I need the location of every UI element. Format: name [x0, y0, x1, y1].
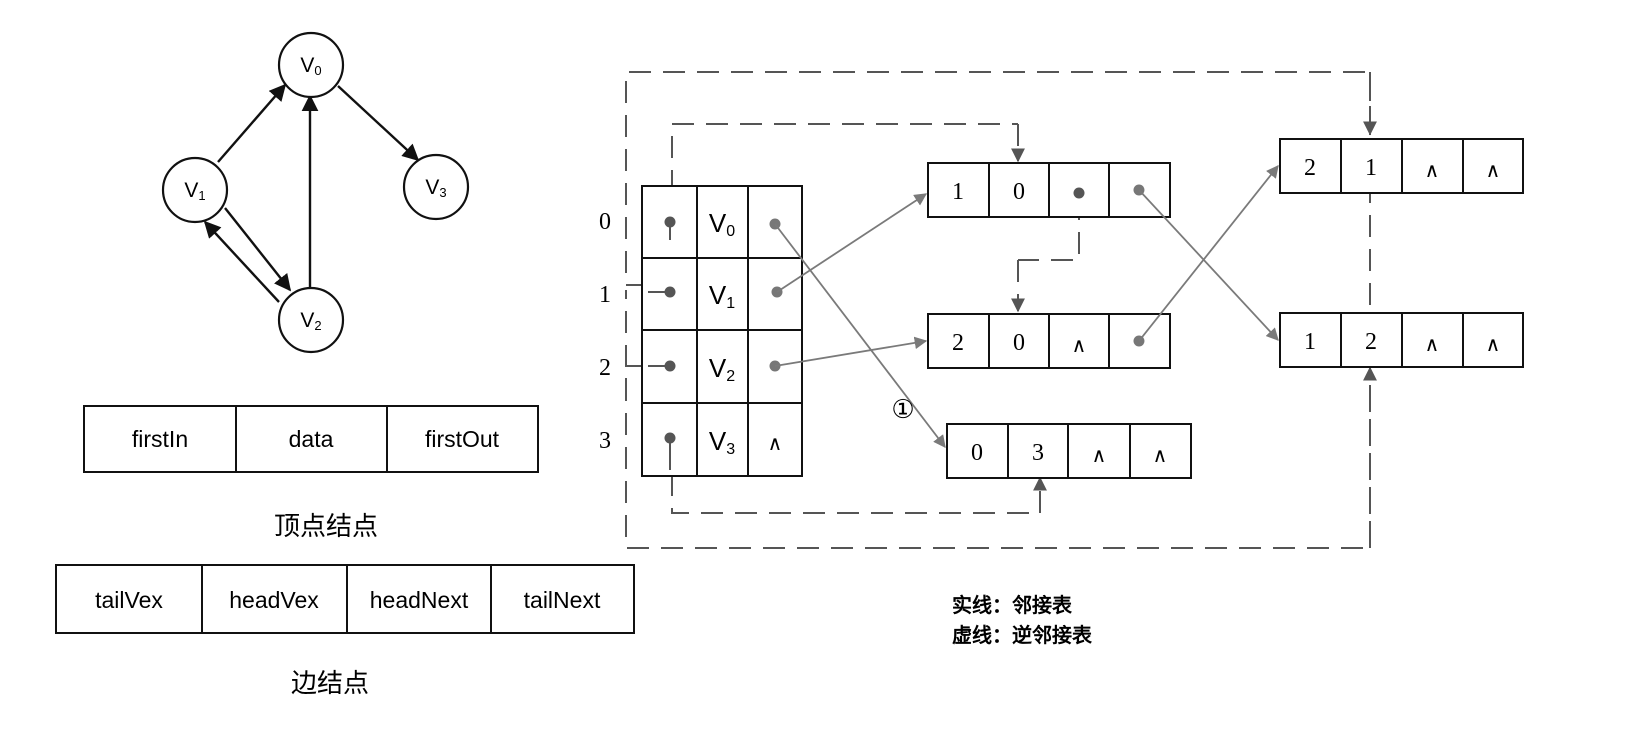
- edge-node-e10: 1 0: [927, 162, 1171, 218]
- vertex-v2: V2: [277, 286, 345, 354]
- e03-tailnext-null: ∧: [1153, 445, 1168, 467]
- vertex-v3-letter: V: [425, 176, 439, 199]
- e10-tailvex: 1: [952, 179, 964, 205]
- e12-tailnext-null: ∧: [1486, 334, 1501, 356]
- table-v3-firstout-null: ∧: [768, 433, 783, 455]
- e20-headvex: 0: [1013, 330, 1025, 356]
- edge-node-e03: 0 3 ∧ ∧: [946, 423, 1192, 479]
- edge-v0-v3: [337, 85, 420, 162]
- graph-edges: [203, 83, 420, 303]
- edge-v1-v0: [217, 83, 287, 163]
- solid-connectors: [774, 165, 1279, 449]
- svg-text:V0: V0: [709, 208, 735, 240]
- e03-headvex: 3: [1032, 440, 1044, 466]
- dashed-firstin-v2: [625, 365, 648, 380]
- table-v2-letter: V: [709, 353, 727, 383]
- edge-node-caption: 边结点: [291, 669, 369, 699]
- svg-text:V0: V0: [300, 54, 321, 78]
- e03-headnext-null: ∧: [1092, 445, 1107, 467]
- field-headvex: headVex: [229, 587, 319, 613]
- dashed-e10-e20: [1018, 198, 1080, 261]
- svg-text:V1: V1: [184, 179, 205, 203]
- vertex-v0: V0: [277, 31, 345, 99]
- vertex-v0-letter: V: [300, 54, 314, 77]
- svg-text:V2: V2: [300, 309, 321, 333]
- legend: 实线：邻接表 虚线：逆邻接表: [952, 593, 1093, 647]
- e10-headvex: 0: [1013, 179, 1025, 205]
- edge-v1-v2: [224, 207, 292, 292]
- dashed-firstin-v3: [671, 440, 1040, 514]
- vertex-v1: V1: [161, 156, 229, 224]
- arrow-v1-e10: [776, 193, 928, 293]
- field-tailvex: tailVex: [95, 587, 163, 613]
- edge-node-structure: tailVex headVex headNext tailNext 边结点: [55, 564, 635, 699]
- e20-tailvex: 2: [952, 330, 964, 356]
- vertex-v2-sub: 2: [314, 318, 321, 333]
- table-v3-sub: 3: [726, 441, 735, 458]
- svg-text:V1: V1: [709, 280, 735, 312]
- edge-node-e12: 1 2 ∧ ∧: [1279, 312, 1524, 368]
- row-index-2: 2: [599, 355, 611, 381]
- table-v1-letter: V: [709, 280, 727, 310]
- e21-tailnext-null: ∧: [1486, 160, 1501, 182]
- e03-tailvex: 0: [971, 440, 983, 466]
- e21-tailvex: 2: [1304, 155, 1316, 181]
- table-v3-letter: V: [709, 426, 727, 456]
- field-firstin: firstIn: [132, 426, 188, 452]
- field-firstout: firstOut: [425, 426, 500, 452]
- e21-headnext-null: ∧: [1425, 160, 1440, 182]
- table-v0-sub: 0: [726, 223, 735, 240]
- field-headnext: headNext: [370, 587, 469, 613]
- vertex-v3-sub: 3: [439, 185, 446, 200]
- table-v0-letter: V: [709, 208, 727, 238]
- row-index-3: 3: [599, 428, 611, 454]
- arrow-e20-e21: [1138, 165, 1279, 342]
- edge-v2-v1: [203, 220, 280, 303]
- edge-node-e21: 2 1 ∧ ∧: [1279, 138, 1524, 194]
- table-v2-sub: 2: [726, 368, 735, 385]
- e12-headnext-null: ∧: [1425, 334, 1440, 356]
- svg-text:V3: V3: [425, 176, 446, 200]
- circled-marker: ①: [891, 395, 914, 425]
- svg-text:V2: V2: [709, 353, 735, 385]
- arrow-v2-e20: [774, 336, 928, 367]
- e12-headvex: 2: [1365, 329, 1377, 355]
- field-tailnext: tailNext: [524, 587, 601, 613]
- legend-solid: 实线：邻接表: [952, 593, 1073, 617]
- e12-tailvex: 1: [1304, 329, 1316, 355]
- arrow-e10-e12: [1138, 189, 1279, 341]
- vertex-v0-sub: 0: [314, 63, 321, 78]
- e20-headnext-null: ∧: [1072, 335, 1087, 357]
- vertex-table: 0 1 2 3 V0 V1 V2 V3 ∧: [599, 185, 803, 477]
- dashed-frame: [625, 71, 1371, 549]
- vertex-v1-letter: V: [184, 179, 198, 202]
- table-v1-sub: 1: [726, 295, 735, 312]
- edge-node-e20: 2 0 ∧: [927, 313, 1171, 369]
- vertex-v3: V3: [402, 153, 470, 221]
- arrow-v0-e03: [774, 223, 946, 449]
- legend-dashed: 虚线：逆邻接表: [952, 623, 1093, 647]
- dashed-connectors: [625, 71, 1377, 549]
- svg-text:V3: V3: [709, 426, 735, 458]
- directed-graph: V0 V1 V2 V3: [161, 31, 470, 354]
- e21-headvex: 1: [1365, 155, 1377, 181]
- row-index-0: 0: [599, 209, 611, 235]
- vertex-v2-letter: V: [300, 309, 314, 332]
- field-data: data: [289, 426, 334, 452]
- vertex-v1-sub: 1: [198, 188, 205, 203]
- vertex-node-structure: firstIn data firstOut 顶点结点: [83, 405, 539, 542]
- row-index-1: 1: [599, 282, 611, 308]
- marker-1: ①: [891, 395, 914, 425]
- vertex-node-caption: 顶点结点: [274, 512, 378, 542]
